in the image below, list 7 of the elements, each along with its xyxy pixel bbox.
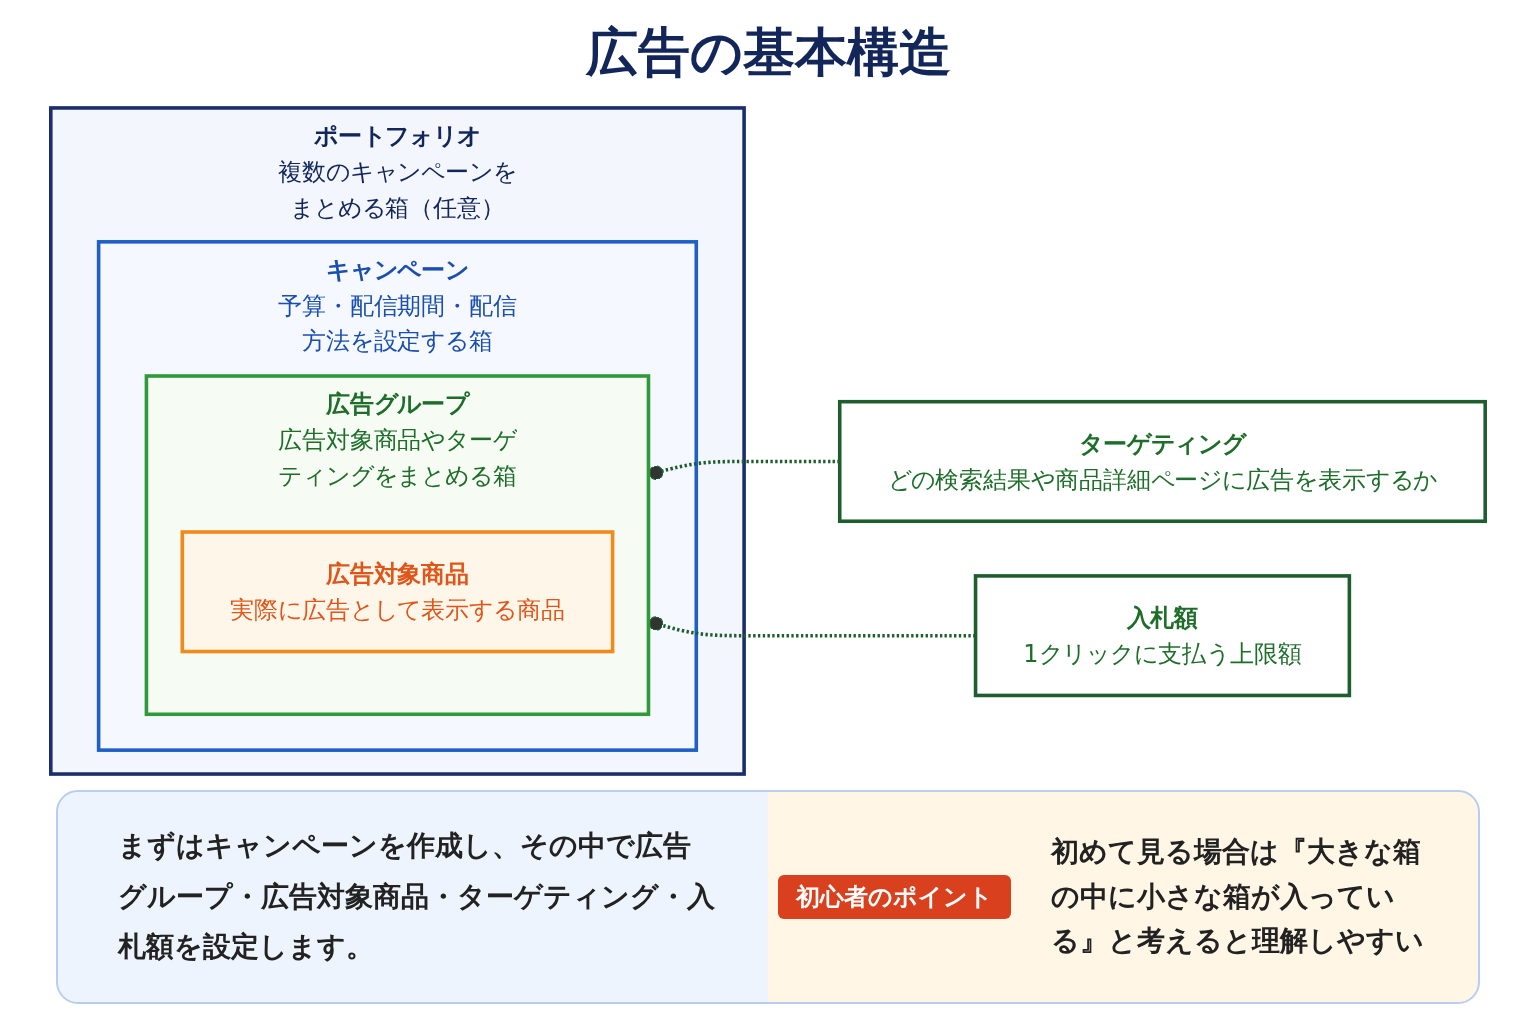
note-text: まずはキャンペーンを作成し、その中で広告グループ・広告対象商品・ターゲティング・入札額を設定します。	[118, 828, 716, 966]
title: 広告の基本構造	[584, 21, 952, 84]
node-box: 広告対象商品 実際に広告として表示する商品	[180, 530, 615, 654]
tip-text: 初めて見る場合は『大きな箱の中に小さな箱が入っている』と考えると理解しやすい	[1051, 833, 1425, 960]
point-badge: 初心者のポイント	[778, 875, 1011, 919]
node-box: 入札額 1クリックに支払う上限額	[973, 574, 1352, 698]
node-box: ターゲティング どの検索結果や商品詳細ページに広告を表示するか	[837, 399, 1487, 524]
